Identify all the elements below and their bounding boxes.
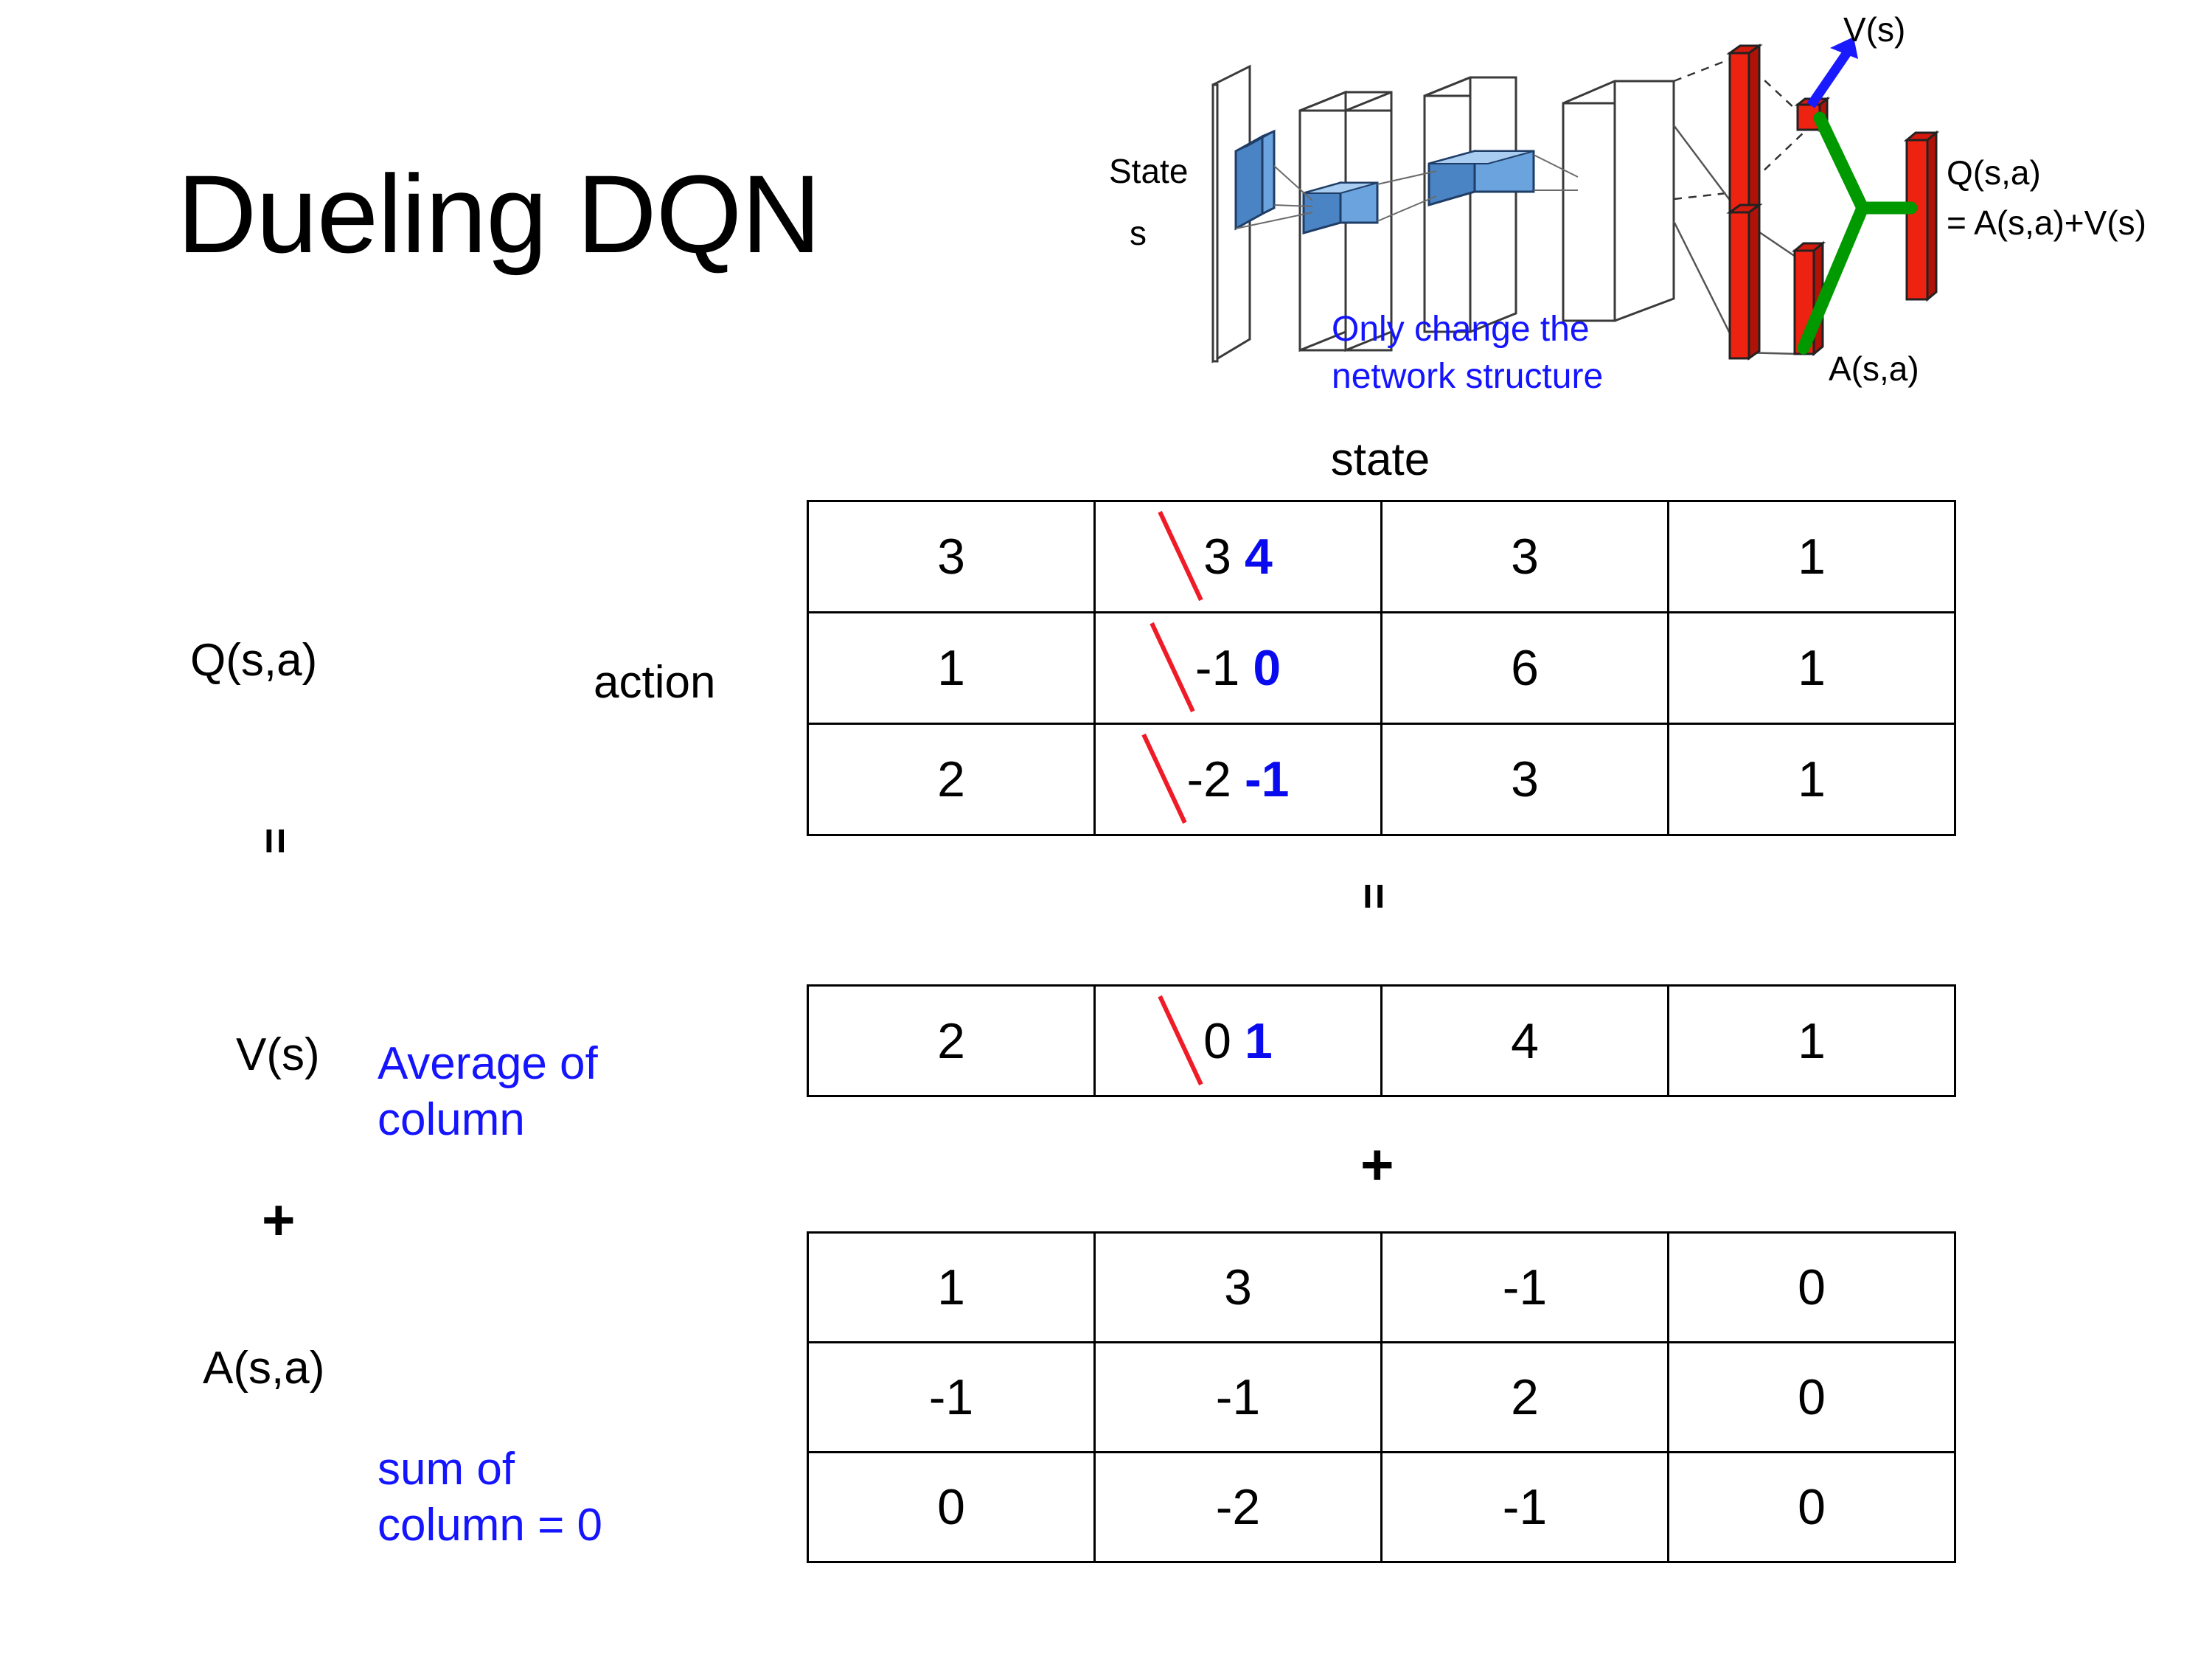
matrix-cell[interactable]: -1 — [1380, 1231, 1669, 1343]
matrix-cell[interactable]: 1 — [1667, 984, 1956, 1097]
a-annotation-line2: column = 0 — [378, 1499, 603, 1551]
v-value-matrix: 2 0 1 4 1 — [807, 984, 1956, 1097]
matrix-cell[interactable]: 1 — [1667, 500, 1956, 613]
table-row: 0 -2 -1 0 — [807, 1451, 1956, 1563]
plus-glyph: + — [1360, 1132, 1394, 1197]
combine-links-icon — [1797, 111, 1918, 355]
conv-layer-1-icon — [1298, 90, 1393, 352]
old-value: -1 — [1194, 640, 1240, 696]
diagram-note-line2: network structure — [1332, 357, 1603, 396]
diagram-note-line1: Only change the — [1332, 310, 1590, 349]
table-row: 2 -2 -1 3 1 — [807, 723, 1956, 836]
matrix-cell[interactable]: 0 — [1667, 1231, 1956, 1343]
row-label-q: Q(s,a) — [190, 635, 318, 686]
plus-glyph: + — [262, 1187, 296, 1252]
left-equals-operator: = — [250, 815, 301, 867]
cell-edit-group: -1 0 — [1195, 639, 1281, 697]
input-plane-icon — [1211, 64, 1276, 364]
matrix-cell[interactable]: 1 — [1667, 611, 1956, 725]
row-label-a: A(s,a) — [203, 1343, 325, 1394]
left-plus-operator: + — [262, 1191, 296, 1248]
input-label-s: s — [1130, 214, 1147, 252]
new-value: 1 — [1245, 1012, 1273, 1069]
equals-glyph: = — [1348, 883, 1399, 910]
matrix-cell[interactable]: 2 — [807, 723, 1096, 836]
table-row: -1 -1 2 0 — [807, 1341, 1956, 1453]
conv-layer-3-icon — [1562, 80, 1675, 322]
matrix-cell-edited[interactable]: -1 0 — [1093, 611, 1382, 725]
matrix-cell-edited[interactable]: -2 -1 — [1093, 723, 1382, 836]
old-value: -2 — [1186, 751, 1231, 807]
old-value: 0 — [1203, 1012, 1231, 1069]
mid-plus-operator: + — [1360, 1135, 1394, 1193]
a-annotation: sum of column = 0 — [378, 1441, 602, 1553]
matrix-cell[interactable]: -1 — [807, 1341, 1096, 1453]
axis-label-state: state — [1330, 434, 1430, 485]
q-output-label-line1: Q(s,a) — [1947, 153, 2041, 192]
matrix-cell[interactable]: 1 — [807, 611, 1096, 725]
new-value: -1 — [1245, 751, 1290, 807]
new-value: 0 — [1253, 640, 1281, 696]
advantage-stream-bar-icon — [1726, 203, 1763, 361]
network-architecture-diagram: State s Only change the network structur… — [1091, 7, 2197, 406]
matrix-cell[interactable]: -2 — [1093, 1451, 1382, 1563]
q-value-matrix: 3 3 4 3 1 1 -1 0 6 1 2 — [807, 500, 1956, 836]
matrix-cell[interactable]: 2 — [1380, 1341, 1669, 1453]
matrix-cell[interactable]: -1 — [1093, 1341, 1382, 1453]
matrix-cell[interactable]: -1 — [1380, 1451, 1669, 1563]
row-label-v: V(s) — [236, 1029, 320, 1080]
table-row: 1 -1 0 6 1 — [807, 611, 1956, 725]
cell-edit-group: 3 4 — [1203, 528, 1273, 585]
cell-edit-group: 0 1 — [1203, 1012, 1273, 1070]
matrix-cell[interactable]: 0 — [1667, 1451, 1956, 1563]
new-value: 4 — [1245, 529, 1273, 585]
matrix-cell[interactable]: 3 — [1380, 723, 1669, 836]
connection-lines — [1235, 154, 1579, 229]
advantage-output-label: A(s,a) — [1829, 349, 1919, 388]
table-row: 3 3 4 3 1 — [807, 500, 1956, 613]
advantage-matrix: 1 3 -1 0 -1 -1 2 0 0 -2 -1 0 — [807, 1231, 1956, 1563]
matrix-cell[interactable]: 3 — [1380, 500, 1669, 613]
matrix-cell-edited[interactable]: 3 4 — [1093, 500, 1382, 613]
matrix-cell-edited[interactable]: 0 1 — [1093, 984, 1382, 1097]
equals-glyph: = — [249, 827, 301, 855]
q-output-label-line2: = A(s,a)+V(s) — [1947, 204, 2146, 242]
axis-label-action: action — [594, 657, 716, 708]
matrix-cell[interactable]: 2 — [807, 984, 1096, 1097]
matrix-cell[interactable]: 1 — [1667, 723, 1956, 836]
conv-layer-2-icon — [1423, 76, 1535, 333]
value-stream-bar-icon — [1726, 44, 1763, 219]
v-annotation: Average of column — [378, 1036, 598, 1147]
mid-equals-operator: = — [1349, 870, 1399, 922]
value-arrow-icon — [1806, 37, 1858, 108]
cell-edit-group: -2 -1 — [1187, 751, 1290, 808]
old-value: 3 — [1203, 529, 1231, 585]
table-row: 1 3 -1 0 — [807, 1231, 1956, 1343]
matrix-cell[interactable]: 0 — [807, 1451, 1096, 1563]
matrix-cell[interactable]: 4 — [1380, 984, 1669, 1097]
matrix-cell[interactable]: 3 — [807, 500, 1096, 613]
q-output-bar-icon — [1903, 130, 1940, 302]
matrix-cell[interactable]: 0 — [1667, 1341, 1956, 1453]
value-output-label: V(s) — [1843, 10, 1905, 49]
page-title: Dueling DQN — [177, 152, 821, 276]
v-annotation-line2: column — [378, 1093, 525, 1145]
matrix-cell[interactable]: 3 — [1093, 1231, 1382, 1343]
input-label-state: State — [1109, 152, 1188, 190]
table-row: 2 0 1 4 1 — [807, 984, 1956, 1097]
v-annotation-line1: Average of — [378, 1038, 598, 1089]
a-annotation-line1: sum of — [378, 1444, 515, 1495]
matrix-cell[interactable]: 6 — [1380, 611, 1669, 725]
matrix-cell[interactable]: 1 — [807, 1231, 1096, 1343]
